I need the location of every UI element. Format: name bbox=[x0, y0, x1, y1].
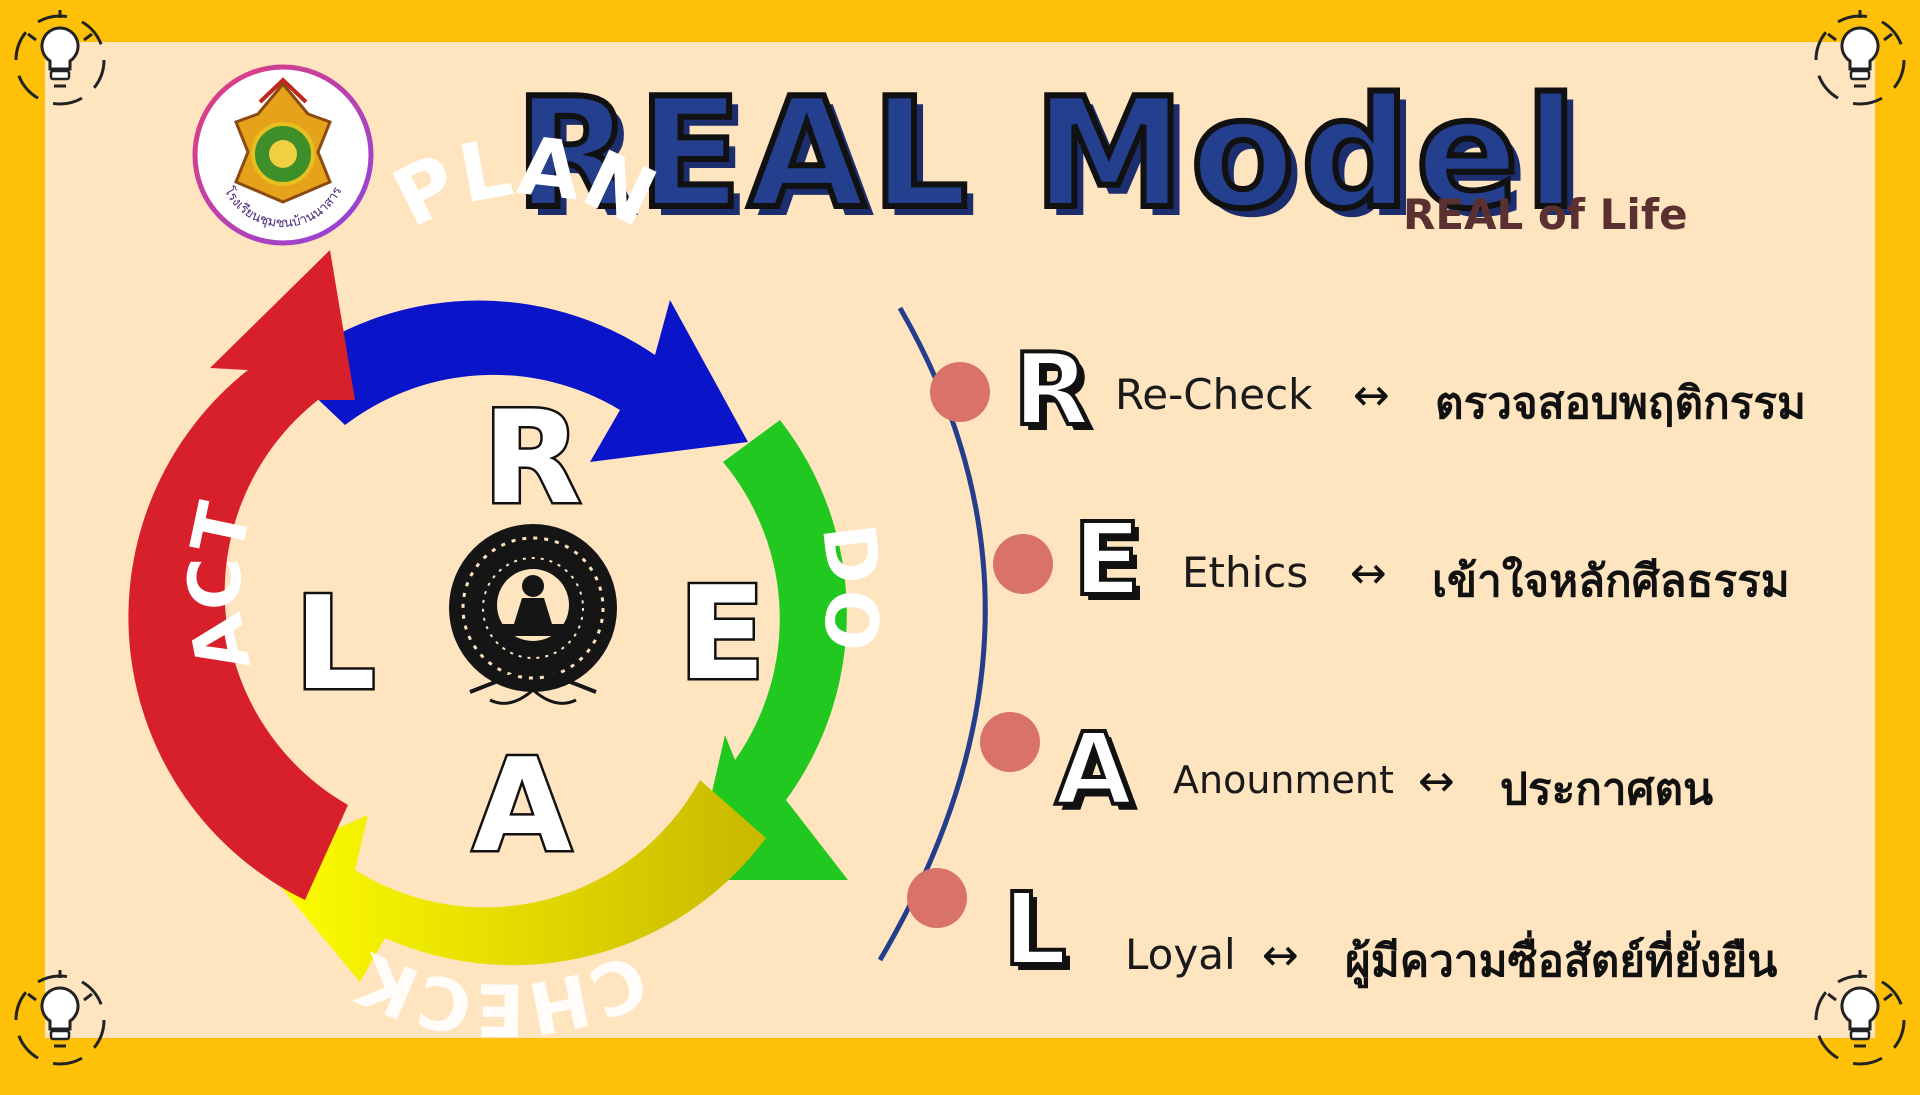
check-arrow bbox=[260, 780, 766, 982]
row-arrow-icon: ↔ bbox=[1350, 548, 1387, 599]
svg-text:PLAN: PLAN bbox=[379, 119, 670, 245]
page-title: REAL Model bbox=[512, 65, 1583, 242]
do-label: DO bbox=[806, 519, 897, 655]
row-term-anounment: Anounment bbox=[1173, 758, 1394, 802]
act-arrow bbox=[128, 250, 355, 900]
timeline-dot-e bbox=[993, 534, 1053, 594]
row-arrow-icon: ↔ bbox=[1418, 756, 1455, 807]
school-logo: โรงเรียนชุมชนบ้านนาสาร bbox=[192, 64, 374, 246]
plan-label: PLAN bbox=[379, 119, 670, 245]
row-desc-recheck: ตรวจสอบพฤติกรรม bbox=[1435, 378, 1807, 429]
meditating-buddha-tree-icon bbox=[449, 524, 617, 705]
row-letter-a: A bbox=[1053, 711, 1134, 828]
row-letter-e: E bbox=[1071, 501, 1143, 618]
do-arrow bbox=[692, 420, 848, 880]
plan-arrow bbox=[285, 300, 748, 462]
row-desc-loyal: ผู้มีความซื่อสัตย์ที่ยั่งยืน bbox=[1345, 936, 1778, 987]
row-desc-anounment: ประกาศตน bbox=[1500, 764, 1714, 815]
row-letter-r: R bbox=[1011, 331, 1092, 448]
timeline-dot-r bbox=[930, 362, 990, 422]
svg-text:ACT: ACT bbox=[173, 496, 268, 679]
row-arrow-icon: ↔ bbox=[1262, 930, 1299, 981]
act-label: ACT bbox=[173, 496, 268, 679]
row-letter-l: L bbox=[1001, 871, 1069, 988]
cycle-letter-r: R bbox=[483, 384, 582, 533]
timeline-dot-l bbox=[907, 868, 967, 928]
cycle-letter-l: L bbox=[294, 570, 376, 719]
row-arrow-icon: ↔ bbox=[1353, 370, 1390, 421]
row-desc-ethics: เข้าใจหลักศีลธรรม bbox=[1432, 556, 1790, 607]
cycle-letter-a: A bbox=[472, 732, 571, 881]
row-term-ethics: Ethics bbox=[1182, 548, 1309, 597]
timeline-dot-a bbox=[980, 712, 1040, 772]
row-term-recheck: Re-Check bbox=[1115, 370, 1313, 419]
page-subtitle: REAL of Life bbox=[1403, 190, 1688, 239]
svg-text:DO: DO bbox=[806, 519, 897, 655]
cycle-letter-e: E bbox=[678, 560, 765, 709]
row-term-loyal: Loyal bbox=[1125, 930, 1236, 979]
cycle-diagram: PLAN ACT DO CHECK R E A L bbox=[128, 119, 897, 1052]
